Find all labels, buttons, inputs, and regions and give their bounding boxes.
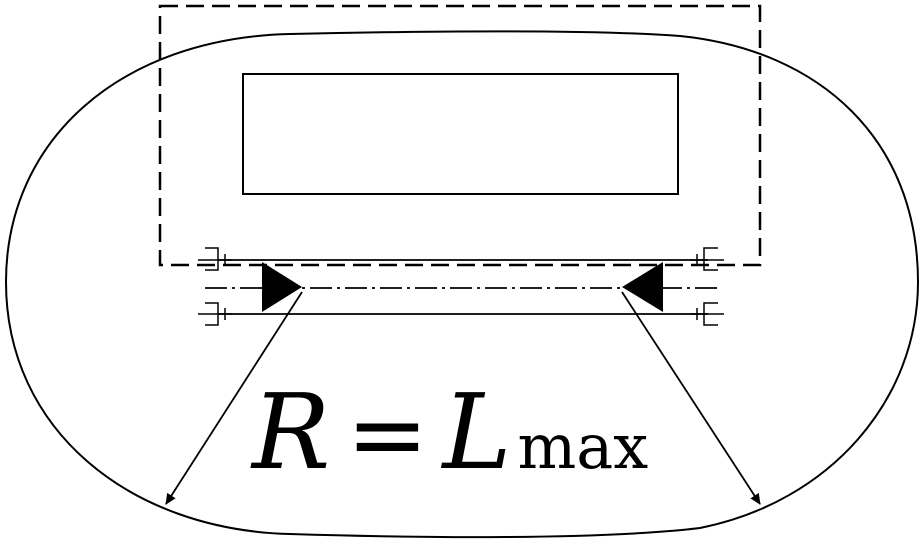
formula-operator: = bbox=[346, 378, 428, 492]
dashed-zone-rect bbox=[158, 4, 762, 267]
formula-subscript: max bbox=[518, 410, 649, 483]
left-end-brackets bbox=[198, 247, 232, 326]
left-radius-arrow bbox=[165, 291, 303, 505]
formula-rhs-variable: L bbox=[440, 371, 511, 493]
formula-lhs: R bbox=[250, 371, 330, 493]
right-end-brackets bbox=[690, 247, 724, 326]
formula-label: R = L max bbox=[250, 371, 648, 493]
left-triangle-marker bbox=[262, 262, 302, 312]
right-radius-arrow bbox=[621, 291, 761, 505]
outer-boundary bbox=[4, 30, 920, 539]
inner-rectangle bbox=[242, 73, 679, 195]
right-triangle-marker bbox=[622, 262, 663, 312]
